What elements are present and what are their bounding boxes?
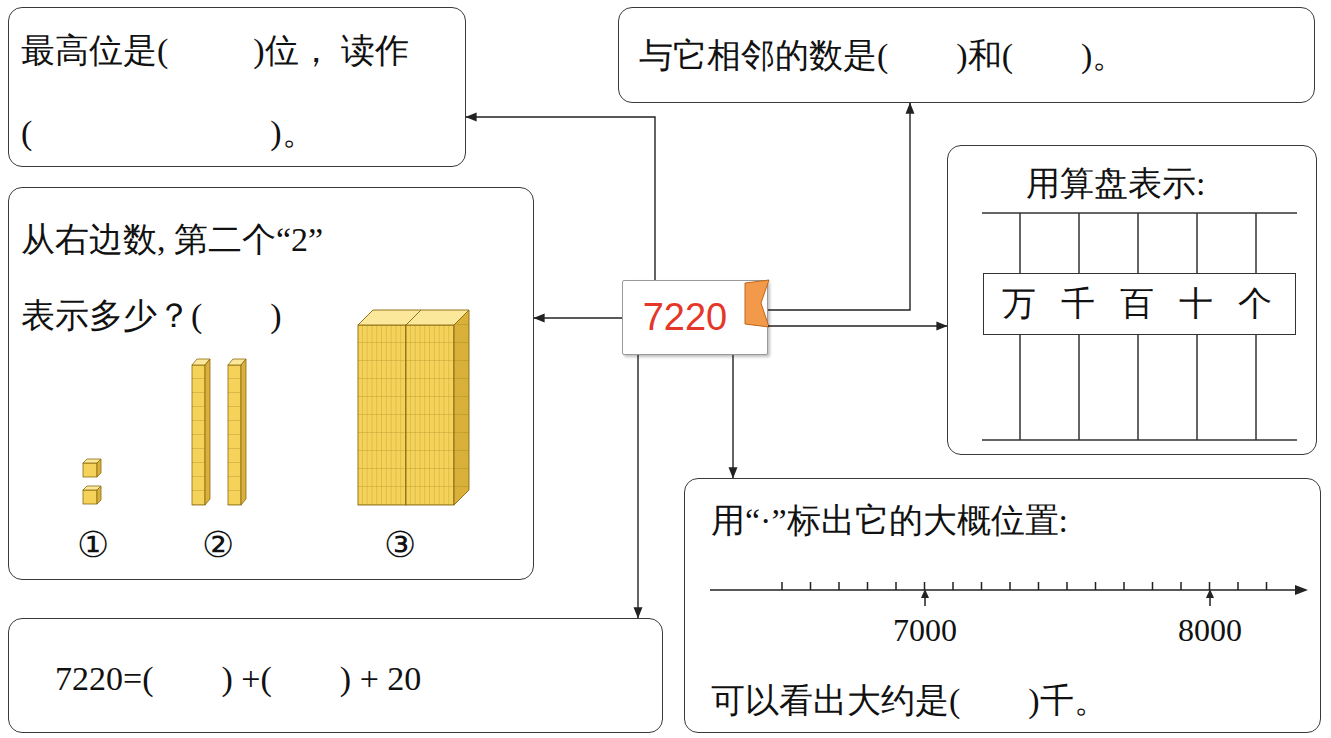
- question-box: 最高位是( )位， 读作( )。: [8, 7, 466, 167]
- axis-label: 7000: [893, 612, 957, 649]
- cube-face: [97, 486, 101, 504]
- axis-tick: [782, 582, 1267, 590]
- question-box: 7220=( ) +( ) + 20: [8, 618, 663, 733]
- place-name: 万: [999, 274, 1039, 333]
- unit-cubes: [83, 459, 101, 504]
- cube-face: [97, 459, 101, 477]
- connector-arrow: [768, 325, 947, 326]
- question-text: 用算盘表示:: [1026, 162, 1205, 206]
- place-name: 百: [1117, 274, 1157, 333]
- axis-arrowhead: [1295, 585, 1308, 595]
- question-text: 与它相邻的数是( )和( )。: [639, 34, 1126, 78]
- question-box: 用算盘表示: 万千百十个: [947, 145, 1317, 455]
- question-box: 从右边数, 第二个“2” 表示多少？( ): [8, 187, 534, 580]
- axis-pointer-head: [921, 589, 929, 598]
- connector-arrow: [732, 355, 733, 478]
- question-box: 用“·”标出它的大概位置: 可以看出大约是( )千。: [684, 478, 1321, 733]
- question-text: 7220=( ) +( ) + 20: [55, 657, 421, 701]
- number-line: [710, 582, 1308, 606]
- flat-face: [454, 310, 469, 505]
- abacus-beam: [982, 213, 1297, 440]
- cube-face: [83, 490, 97, 504]
- number-text: 7220: [623, 281, 747, 353]
- flat-face: [358, 325, 406, 505]
- axis-pointer-head: [1206, 589, 1214, 598]
- connector-arrow: [466, 117, 655, 280]
- question-box: 与它相邻的数是( )和( )。: [618, 7, 1315, 103]
- question-text: 可以看出大约是( )千。: [711, 679, 1108, 723]
- connector-arrow: [768, 103, 910, 310]
- callout-number: ②: [202, 524, 234, 566]
- axis-pointer: [925, 594, 1210, 606]
- place-value-band: 万千百十个: [983, 273, 1296, 335]
- ten-rods: [192, 359, 246, 505]
- hundred-flats: [358, 310, 469, 505]
- connector-arrow: [637, 355, 638, 618]
- rod-face: [241, 359, 246, 505]
- abacus-frame: [982, 213, 1297, 440]
- rod-face: [228, 365, 241, 505]
- cube-face: [83, 463, 97, 477]
- callout-number: ①: [77, 524, 109, 566]
- place-name: 十: [1176, 274, 1216, 333]
- place-name: 个: [1235, 274, 1275, 333]
- rod-face: [205, 359, 210, 505]
- question-text: 最高位是( )位， 读作( )。: [21, 10, 451, 174]
- number-card: 7220: [622, 280, 768, 355]
- axis-label: 8000: [1178, 612, 1242, 649]
- question-text: 用“·”标出它的大概位置:: [711, 499, 1068, 543]
- connector-arrow: [534, 317, 622, 318]
- place-name: 千: [1058, 274, 1098, 333]
- question-text: 从右边数, 第二个“2” 表示多少？( ): [21, 202, 411, 354]
- callout-number: ③: [384, 524, 416, 566]
- flat-face: [406, 325, 454, 505]
- card-fold: [745, 280, 769, 327]
- rod-face: [192, 365, 205, 505]
